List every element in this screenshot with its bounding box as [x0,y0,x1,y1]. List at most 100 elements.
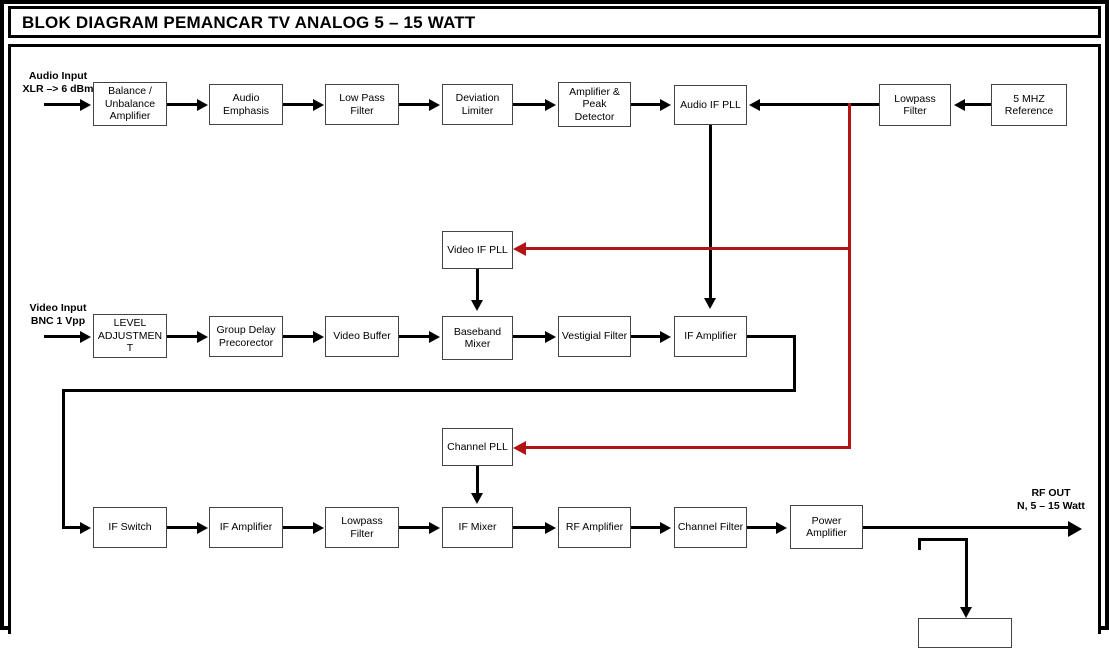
block-label-line: Precorector [218,336,274,349]
video-input-label-line2: BNC 1 Vpp [30,314,86,327]
arrow-deviation-to-ampdetector [545,99,556,111]
block-label-line: IF Amplifier [684,330,737,343]
arrow-reference-red-to-video-if-pll [513,242,526,256]
page-title: BLOK DIAGRAM PEMANCAR TV ANALOG 5 – 15 W… [22,12,476,32]
block-label-line: Amplifier [109,110,151,123]
wire-baseband-to-vestigial [513,335,547,338]
arrow-reference-red-to-channel-pll [513,441,526,455]
block-label-line: Baseband [453,325,502,338]
block-video-buffer[interactable]: Video Buffer [325,316,399,357]
arrow-video-input [80,331,91,343]
block-deviation-limiter[interactable]: Deviation Limiter [442,84,513,125]
block-audio-emphasis[interactable]: Audio Emphasis [209,84,283,125]
video-input-label-line1: Video Input [29,302,87,314]
block-label-line: Low Pass [339,92,385,104]
block-label-line: IF Mixer [458,521,497,534]
block-group-delay-precorector[interactable]: Group Delay Precorector [209,316,283,357]
block-label-line: Limiter [461,104,494,117]
wire-lowpassref-to-audioifpll [760,103,879,106]
arrow-ifamp-to-lowpassrf [313,522,324,534]
wire-groupdelay-to-videobuffer [283,335,317,338]
wire-video-input [44,335,82,338]
audio-input-label: Audio Input XLR –> 6 dBm [14,70,102,95]
wire-ifswitch-to-ifamp [167,526,201,529]
arrow-rfamp-to-channelfilter [660,522,671,534]
wire-poweramp-to-rfout [863,526,1072,529]
block-if-amplifier-rf[interactable]: IF Amplifier [209,507,283,548]
block-if-switch[interactable]: IF Switch [93,507,167,548]
block-low-pass-filter[interactable]: Low Pass Filter [325,84,399,125]
wire-ifamp-feedback-across [62,389,796,392]
arrow-5mhz-to-lowpassref [954,99,965,111]
arrow-lowpassref-to-audioifpll [749,99,760,111]
block-label-line: T [126,342,134,355]
block-video-if-pll[interactable]: Video IF PLL [442,231,513,269]
wire-ampdetector-to-audioifpll [631,103,663,106]
arrow-lowpassrf-to-ifmixer [429,522,440,534]
block-vestigial-filter[interactable]: Vestigial Filter [558,316,631,357]
block-label-line: Video Buffer [333,330,391,343]
wire-rfout-tap-stub-left [918,538,921,550]
block-label-line: Group Delay [216,324,276,336]
block-if-mixer[interactable]: IF Mixer [442,507,513,548]
block-level-adjustment[interactable]: LEVEL ADJUSTMEN T [93,314,167,358]
arrow-feedback-to-ifswitch [80,522,91,534]
block-label-line: Deviation [455,92,500,104]
block-channel-filter[interactable]: Channel Filter [674,507,747,548]
block-lowpass-filter-reference[interactable]: Lowpass Filter [879,84,951,126]
arrow-vestigial-to-ifamplifier [660,331,671,343]
arrow-groupdelay-to-videobuffer [313,331,324,343]
block-five-mhz-reference[interactable]: 5 MHZ Reference [991,84,1067,126]
wire-ifamp-feedback-to-ifswitch [62,526,84,529]
block-label-line: Video IF PLL [447,243,508,256]
wire-ifamp-feedback-left-down [62,389,65,528]
wire-lowpass-to-deviation [399,103,433,106]
arrow-ampdetector-to-audioifpll [660,99,671,111]
arrow-audio-input [80,99,91,111]
block-label-line: Filter [350,104,374,117]
block-baseband-mixer[interactable]: Baseband Mixer [442,316,513,360]
block-power-amplifier[interactable]: Power Amplifier [790,505,863,549]
block-if-amplifier-video[interactable]: IF Amplifier [674,316,747,357]
wire-emphasis-to-lowpass [283,103,317,106]
arrow-rfout-tap-down [960,607,972,618]
wire-videobuffer-to-baseband [399,335,433,338]
arrow-videobuffer-to-baseband [429,331,440,343]
arrow-baseband-to-vestigial [545,331,556,343]
block-label-line: Balance / [108,85,152,98]
wire-balance-to-emphasis [167,103,201,106]
wire-ifamp-feedback-top [747,335,796,338]
block-label-line: IF Switch [108,521,152,534]
block-label-line: Mixer [464,338,491,350]
wire-reference-red-to-video-if-pll [525,247,851,250]
wire-channelpll-to-ifmixer [476,466,479,496]
wire-videoifpll-to-baseband [476,269,479,302]
block-label-line: Lowpass [341,515,383,527]
block-bottom-monitor-cutoff[interactable] [918,618,1012,648]
wire-lowpassrf-to-ifmixer [399,526,433,529]
block-amplifier-peak-detector[interactable]: Amplifier & Peak Detector [558,82,631,127]
block-label-line: Lowpass [894,92,936,105]
wire-5mhz-to-lowpassref [965,103,991,106]
wire-reference-red-to-channel-pll [525,446,851,449]
rf-out-label-line2: N, 5 – 15 Watt [1017,499,1085,512]
arrow-lowpass-to-deviation [429,99,440,111]
block-lowpass-filter-rf[interactable]: Lowpass Filter [325,507,399,548]
block-label-line: LEVEL [113,317,147,330]
block-channel-pll[interactable]: Channel PLL [442,428,513,466]
block-label-line: Channel Filter [677,521,744,534]
block-label-line: ADJUSTMEN [97,329,163,342]
block-label-line: Filter [350,527,374,540]
block-rf-amplifier[interactable]: RF Amplifier [558,507,631,548]
wire-ifmixer-to-rfamp [513,526,547,529]
block-label-line: Power [811,514,842,527]
block-label-line: RF Amplifier [565,521,624,534]
arrow-rfout [1068,521,1082,537]
wire-rfamp-to-channelfilter [631,526,663,529]
block-balance-unbalance-amplifier[interactable]: Balance / Unbalance Amplifier [93,82,167,126]
block-audio-if-pll[interactable]: Audio IF PLL [674,85,747,125]
arrow-ifmixer-to-rfamp [545,522,556,534]
wire-channelfilter-to-poweramp [747,526,779,529]
block-label-line: Audio IF PLL [680,98,741,111]
block-label-line: Channel PLL [447,440,508,453]
